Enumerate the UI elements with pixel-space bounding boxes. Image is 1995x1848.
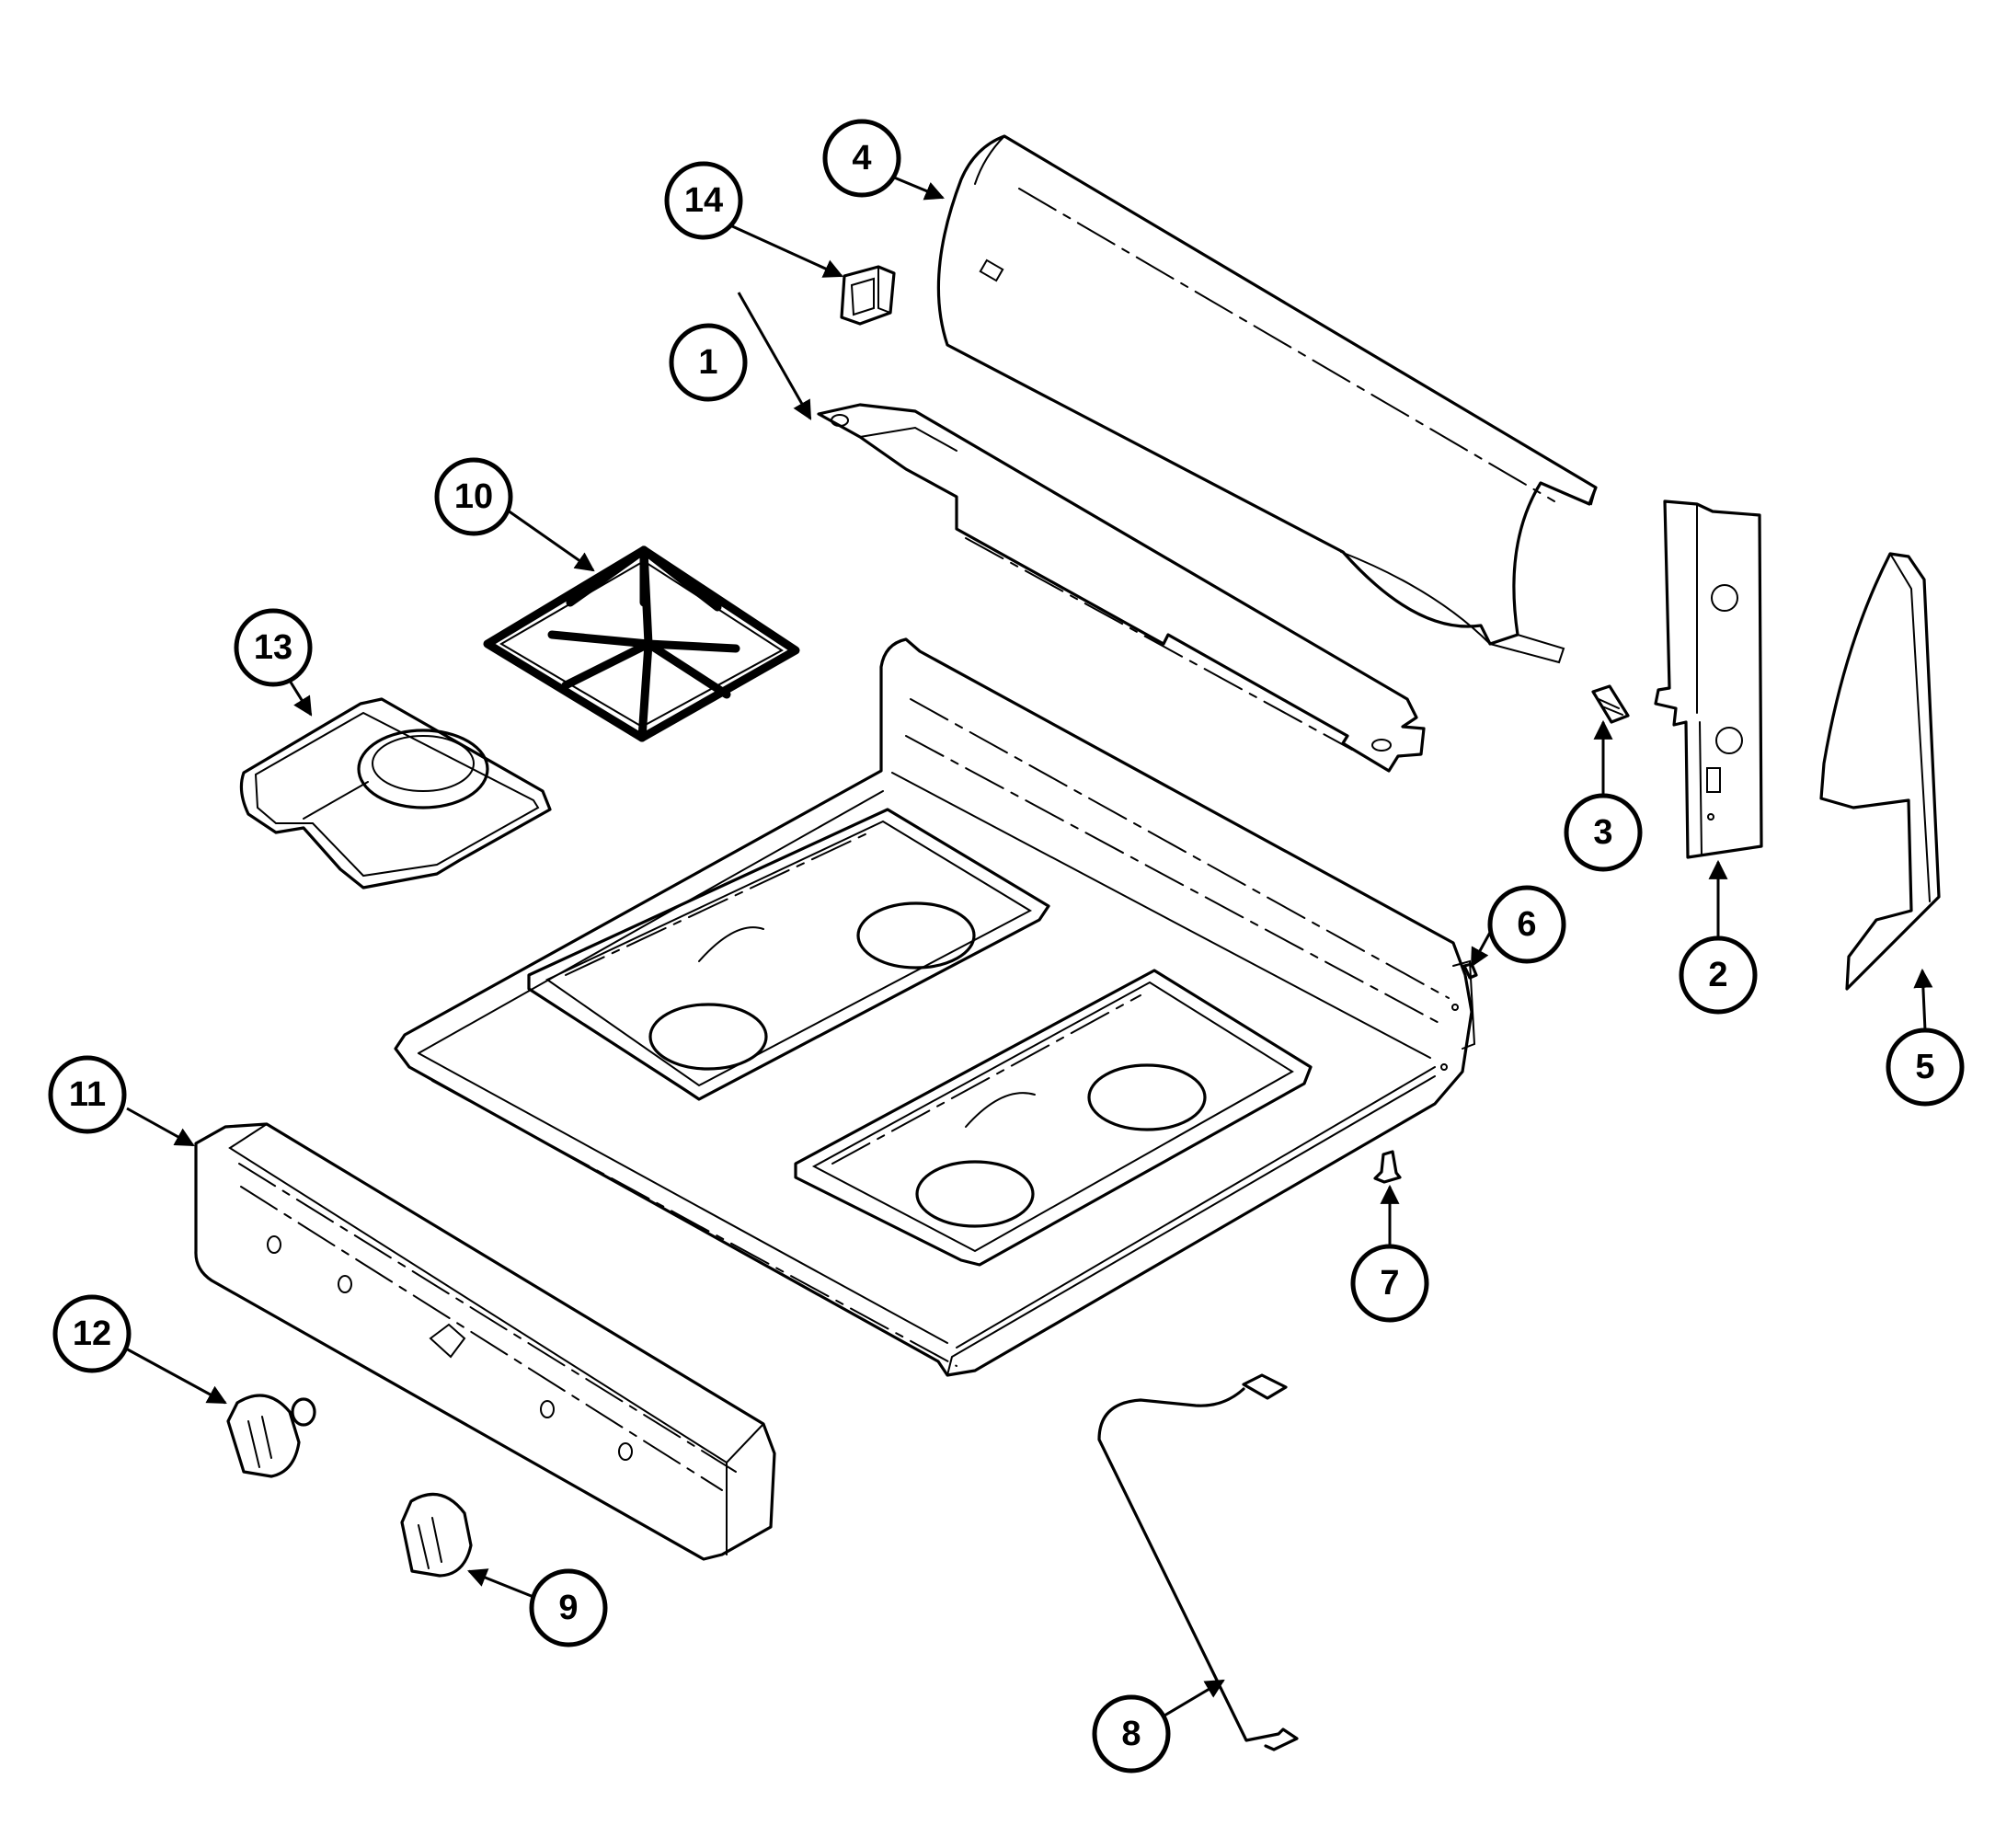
svg-text:11: 11 (69, 1075, 106, 1114)
callout-6: 6 (1487, 885, 1566, 964)
callout-11: 11 (48, 1055, 127, 1134)
callout-9: 9 (529, 1568, 608, 1647)
svg-text:14: 14 (684, 181, 723, 220)
callout-14: 14 (664, 161, 743, 240)
backguard-part (936, 134, 1598, 664)
svg-text:2: 2 (1708, 956, 1727, 994)
leader-lines (123, 173, 1933, 1717)
svg-text:12: 12 (73, 1314, 111, 1353)
svg-text:13: 13 (254, 628, 292, 667)
svg-text:1: 1 (698, 343, 717, 382)
callout-10: 10 (434, 457, 513, 536)
clip-part (1462, 962, 1478, 980)
igniter-part (1591, 684, 1630, 724)
fastener-part (1373, 1150, 1402, 1184)
svg-text:6: 6 (1517, 905, 1536, 944)
callout-5: 5 (1886, 1027, 1965, 1107)
svg-text:3: 3 (1593, 813, 1612, 852)
ignition-wire-part (1097, 1373, 1299, 1751)
callout-8: 8 (1092, 1694, 1171, 1773)
callout-13: 13 (234, 608, 313, 687)
burner-pan-part (239, 697, 552, 890)
callout-2: 2 (1679, 935, 1758, 1015)
callout-3: 3 (1564, 793, 1643, 872)
svg-text:4: 4 (852, 139, 871, 178)
callout-7: 7 (1350, 1244, 1429, 1323)
svg-text:5: 5 (1915, 1048, 1934, 1086)
svg-text:7: 7 (1380, 1264, 1399, 1303)
cooktop-part (394, 637, 1476, 1377)
knob-part-9 (400, 1492, 473, 1578)
side-panel-part (1819, 552, 1941, 991)
switch-part (840, 265, 896, 326)
rear-bracket-part (817, 403, 1426, 773)
callout-1: 1 (669, 323, 748, 402)
callout-12: 12 (52, 1294, 132, 1373)
control-panel-part (194, 1122, 776, 1561)
svg-text:9: 9 (558, 1589, 578, 1627)
side-bracket-part (1654, 499, 1763, 859)
svg-text:10: 10 (454, 477, 493, 516)
svg-text:8: 8 (1121, 1715, 1141, 1753)
burner-grate-part (483, 545, 800, 742)
callout-4: 4 (822, 119, 901, 198)
knob-part-12 (226, 1394, 316, 1478)
